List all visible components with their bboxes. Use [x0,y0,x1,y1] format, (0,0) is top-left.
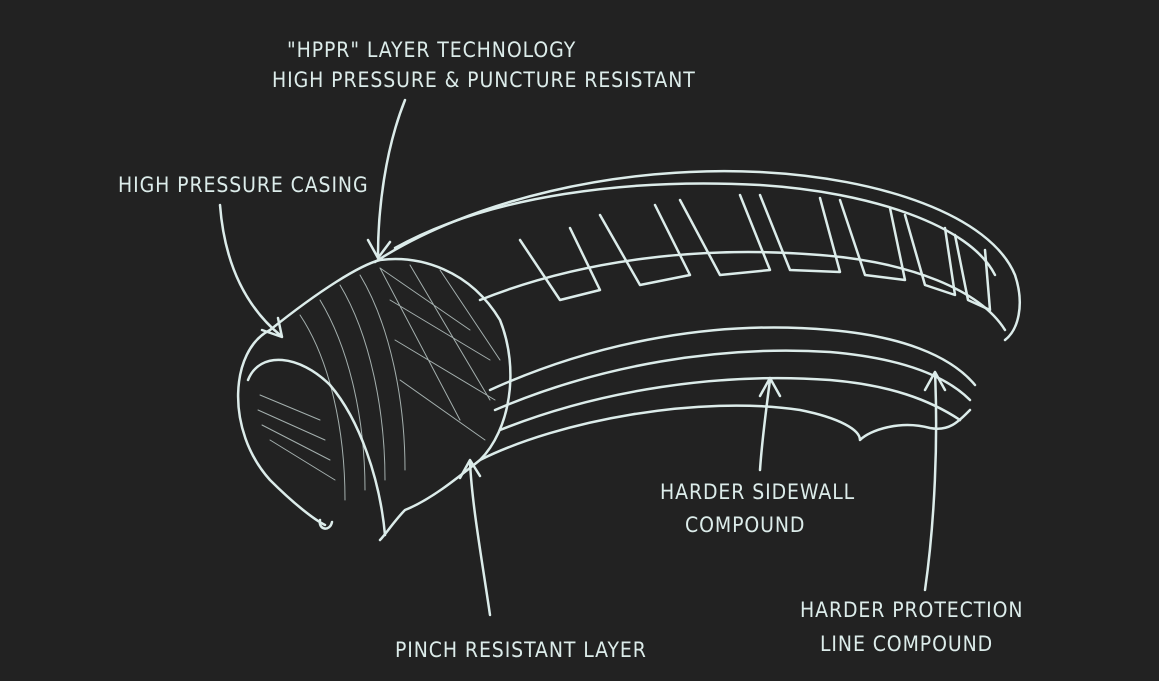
label-sidewall-line1: HARDER SIDEWALL [660,480,856,504]
tire-cross-section [236,257,512,542]
arrow-protection [923,370,947,592]
label-hppr-title: "HPPR" LAYER TECHNOLOGY [287,38,577,62]
label-pinch-resistant-layer: PINCH RESISTANT LAYER [395,638,647,662]
arrow-casing [218,203,284,339]
label-sidewall-line2: COMPOUND [685,513,806,537]
tire-outline [373,169,1021,462]
arrows [218,98,947,617]
label-protection-line1: HARDER PROTECTION [800,598,1024,622]
tread-blocks [518,193,992,312]
label-high-pressure-casing: HIGH PRESSURE CASING [118,173,369,197]
label-protection-line2: LINE COMPOUND [820,632,994,656]
arrow-sidewall [758,376,782,472]
arrow-pinch [458,458,492,617]
casing-hatching [257,264,501,501]
label-hppr-subtitle: HIGH PRESSURE & PUNCTURE RESISTANT [272,68,696,92]
arrow-hppr [366,98,407,260]
